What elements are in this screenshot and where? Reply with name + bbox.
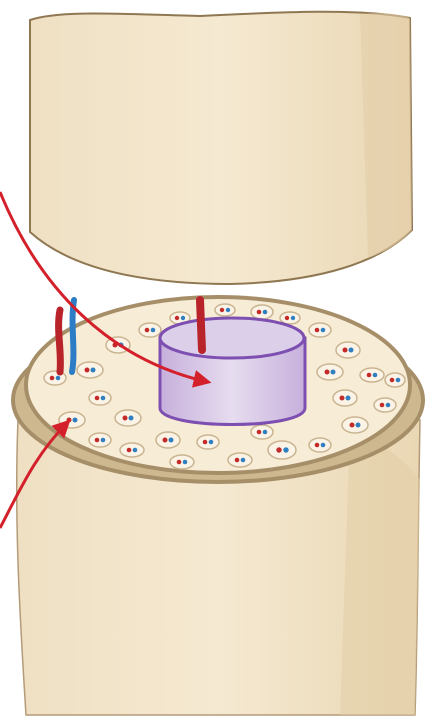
osteon <box>336 342 360 358</box>
upper-bone-segment <box>30 12 412 284</box>
osteon <box>197 435 219 449</box>
osteon <box>156 432 180 448</box>
osteon <box>280 312 300 324</box>
medullary-cavity <box>160 318 305 425</box>
osteon <box>170 455 194 469</box>
lower-bone-shadow <box>340 430 420 715</box>
osteon <box>139 323 161 337</box>
osteon <box>268 441 296 459</box>
osteon <box>309 323 331 337</box>
blood-vessel-red-central <box>200 300 202 350</box>
osteon <box>385 373 405 387</box>
osteon <box>77 362 103 378</box>
osteon <box>215 304 235 316</box>
osteon <box>120 443 144 457</box>
osteon <box>115 410 141 426</box>
osteon <box>89 391 111 405</box>
osteon <box>333 390 357 406</box>
osteon <box>251 425 273 439</box>
osteon <box>342 417 368 433</box>
osteon <box>374 398 396 412</box>
osteon <box>251 305 273 319</box>
osteon <box>228 453 252 467</box>
osteon <box>360 368 384 382</box>
osteon <box>89 433 111 447</box>
osteon <box>309 438 331 452</box>
osteon <box>317 364 343 380</box>
upper-bone-shadow <box>360 13 412 258</box>
